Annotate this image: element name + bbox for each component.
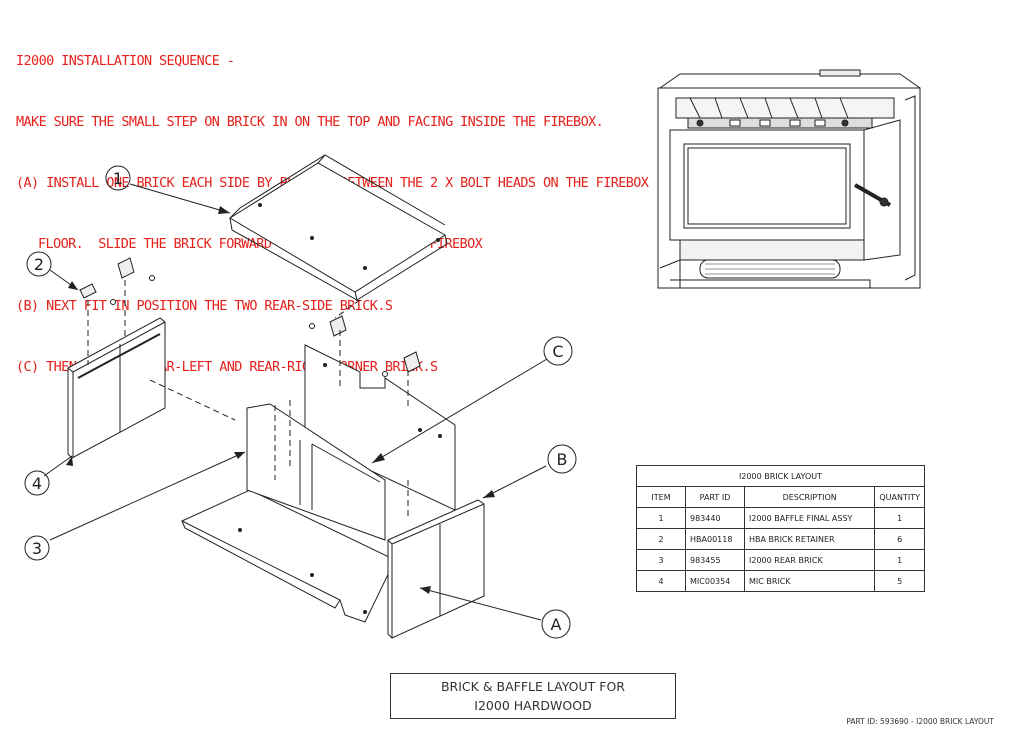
instruction-line-1: MAKE SURE THE SMALL STEP ON BRICK IN ON … <box>16 114 604 131</box>
cell-description: MIC BRICK <box>743 570 876 592</box>
hidden-lines <box>87 280 409 520</box>
table-row: 3 983455 I2000 REAR BRICK 1 <box>636 549 925 571</box>
callout-c-label: C <box>552 342 563 361</box>
cell-part-id: HBA00118 <box>685 528 745 550</box>
cell-item: 1 <box>636 507 686 529</box>
table-row: 1 983440 I2000 BAFFLE FINAL ASSY 1 <box>636 507 925 529</box>
header-item: ITEM <box>636 486 686 508</box>
cell-item: 2 <box>636 528 686 550</box>
cell-description: HBA BRICK RETAINER <box>743 528 876 550</box>
callout-3-label: 3 <box>32 539 42 558</box>
cell-quantity: 1 <box>874 549 925 571</box>
table-row: 2 HBA00118 HBA BRICK RETAINER 6 <box>636 528 925 550</box>
callout-b-label: B <box>557 450 568 469</box>
header-part-id: PART ID <box>685 486 745 508</box>
cell-part-id: 983440 <box>685 507 745 529</box>
callout-4-circle <box>24 470 50 496</box>
callout-3-circle <box>24 535 50 561</box>
callout-b-circle <box>547 444 577 474</box>
callout-1-label: 1 <box>113 169 123 188</box>
cell-part-id: 983455 <box>685 549 745 571</box>
callout-a-label: A <box>551 615 562 634</box>
table-title: I2000 BRICK LAYOUT <box>636 465 925 487</box>
callout-2-circle <box>26 251 52 277</box>
instruction-step-b: (B) NEXT FIT IN POSITION THE TWO REAR-SI… <box>16 297 393 314</box>
header-description: DESCRIPTION <box>743 486 876 508</box>
leader-arrowheads <box>66 206 495 594</box>
cell-description: I2000 REAR BRICK <box>743 549 876 571</box>
title-line-1: BRICK & BAFFLE LAYOUT FOR <box>440 679 625 694</box>
instructions-title: I2000 INSTALLATION SEQUENCE - <box>16 52 235 69</box>
callout-2-label: 2 <box>34 255 44 274</box>
installation-instructions: I2000 INSTALLATION SEQUENCE - MAKE SURE … <box>16 10 649 398</box>
cell-part-id: MIC00354 <box>685 570 745 592</box>
drawing-title-block: BRICK & BAFFLE LAYOUT FOR I2000 HARDWOOD <box>390 673 676 719</box>
part-id-footer: PART ID: 593690 - I2000 BRICK LAYOUT <box>846 717 994 726</box>
cell-item: 4 <box>636 570 686 592</box>
cell-quantity: 5 <box>874 570 925 592</box>
rear-brick <box>246 403 386 541</box>
callout-circles <box>24 165 577 639</box>
cell-quantity: 1 <box>874 507 925 529</box>
cell-item: 3 <box>636 549 686 571</box>
callout-a-circle <box>541 609 571 639</box>
table-row: 4 MIC00354 MIC BRICK 5 <box>636 570 925 592</box>
side-brick-right <box>387 499 485 639</box>
header-quantity: QUANTITY <box>874 486 925 508</box>
side-brick-left <box>67 317 166 459</box>
baffle-part <box>229 154 448 302</box>
callout-c-circle <box>543 336 573 366</box>
callout-1-circle <box>105 165 131 191</box>
callout-4-label: 4 <box>32 474 42 493</box>
fireplace-insert-illustration <box>657 69 921 289</box>
brick-layout-table: I2000 BRICK LAYOUT ITEM PART ID DESCRIPT… <box>636 465 925 592</box>
cell-description: I2000 BAFFLE FINAL ASSY <box>743 507 876 529</box>
title-line-2: I2000 HARDWOOD <box>474 698 592 713</box>
cell-quantity: 6 <box>874 528 925 550</box>
